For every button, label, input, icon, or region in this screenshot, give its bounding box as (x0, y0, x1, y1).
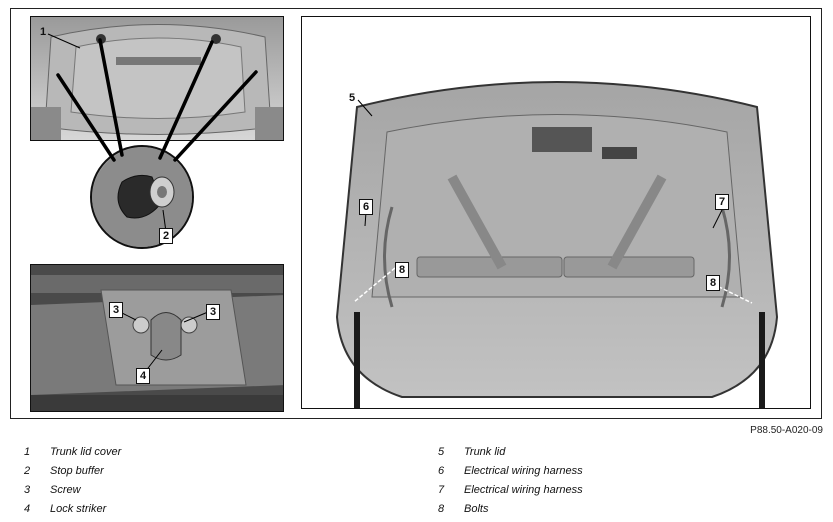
legend-item: 2 Stop buffer (24, 465, 121, 484)
legend-number: 8 (438, 503, 445, 515)
legend-item: 3 Screw (24, 484, 121, 503)
legend-text: Trunk lid (464, 446, 506, 458)
legend-text: Electrical wiring harness (464, 465, 583, 477)
legend-number: 7 (438, 484, 445, 496)
legend-number: 1 (24, 446, 31, 458)
legend-number: 4 (24, 503, 31, 515)
trunk-lid-cover-photo (30, 16, 284, 141)
trunk-lid-photo (301, 16, 811, 409)
stop-buffer-detail (90, 145, 194, 249)
legend-text: Screw (50, 484, 81, 496)
callout-7: 7 (715, 194, 730, 210)
legend-text: Lock striker (50, 503, 107, 515)
callout-6: 6 (359, 199, 374, 215)
callout-2: 2 (159, 228, 174, 244)
legend-text: Stop buffer (50, 465, 104, 477)
legend-text: Bolts (464, 503, 489, 515)
callout-8-right: 8 (706, 275, 721, 291)
callout-1: 1 (40, 26, 47, 38)
legend-left: 1 Trunk lid cover 2 Stop buffer 3 Screw 4 Lo… (24, 446, 121, 522)
legend-item: 7 Electrical wiring harness (438, 484, 583, 503)
callout-3-left: 3 (109, 302, 124, 318)
legend-item: 4 Lock striker (24, 503, 121, 522)
callout-4: 4 (136, 368, 151, 384)
legend-number: 5 (438, 446, 445, 458)
lock-striker-photo (30, 264, 284, 412)
legend-item: 8 Bolts (438, 503, 583, 522)
legend-text: Electrical wiring harness (464, 484, 583, 496)
legend-item: 6 Electrical wiring harness (438, 465, 583, 484)
legend-number: 2 (24, 465, 31, 477)
callout-8-left: 8 (395, 262, 410, 278)
callout-5: 5 (349, 92, 356, 104)
legend-number: 3 (24, 484, 31, 496)
legend-number: 6 (438, 465, 445, 477)
callout-3-right: 3 (206, 304, 221, 320)
legend-item: 5 Trunk lid (438, 446, 583, 465)
figure-code: P88.50-A020-09 (750, 425, 823, 436)
legend-text: Trunk lid cover (50, 446, 122, 458)
legend-item: 1 Trunk lid cover (24, 446, 121, 465)
